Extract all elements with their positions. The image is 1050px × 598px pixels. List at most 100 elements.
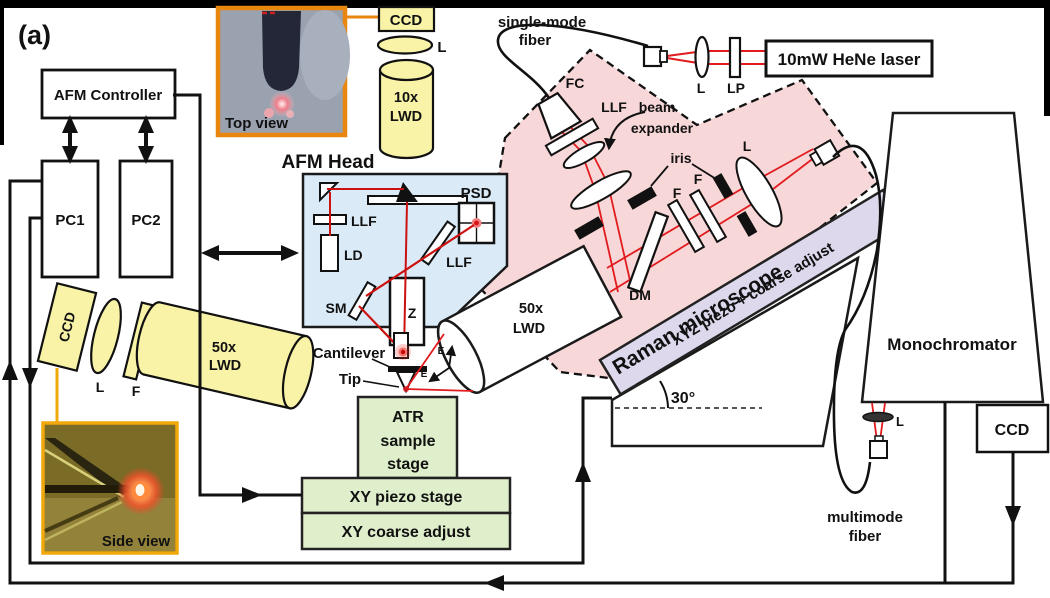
xy-coarse-label: XY coarse adjust: [342, 524, 471, 541]
fiber-coupler-in: [642, 45, 663, 68]
laser-lens-label: L: [697, 80, 706, 96]
llf-filter-raman: [544, 117, 600, 157]
side-view-reflection-dark: [44, 496, 119, 533]
afm-head-box: [301, 172, 509, 329]
xy-piezo-stage: [300, 476, 512, 515]
expander-lens-small: [562, 141, 606, 169]
f1-label: F: [673, 185, 682, 201]
top-objective-body: [378, 70, 435, 160]
mono-lens-label: L: [896, 414, 904, 429]
single-mode-fiber-label-2: fiber: [519, 32, 552, 49]
iris-blade-1a: [627, 186, 657, 210]
iris-blade-1b: [574, 216, 604, 240]
llf-raman-label: LLF: [601, 99, 627, 115]
pc1-to-xyz-bus: [28, 216, 612, 565]
monochromator-box: [860, 111, 1045, 404]
mirror-prism-center: [396, 182, 418, 202]
tip-cone-beam-1: [405, 333, 445, 390]
pc1-label: PC1: [55, 212, 84, 229]
cantilever-pointer: [371, 358, 393, 369]
psd-label: PSD: [461, 185, 492, 202]
steering-mirror: [347, 280, 377, 322]
polarization-arrows: [428, 344, 457, 383]
laser-polarizer: [728, 36, 742, 79]
iris-label: iris: [670, 150, 691, 166]
beam-expander-label-2: expander: [631, 120, 694, 136]
cantilever-chip: [388, 366, 427, 372]
side-view-cantilever: [45, 438, 130, 497]
side-view-sample-line: [45, 485, 137, 493]
side-objective-label-2: LWD: [209, 358, 241, 374]
dm-label: DM: [629, 287, 651, 303]
mono-fiber-coupler: [869, 440, 888, 459]
top-objective-label-2: LWD: [390, 109, 422, 125]
laser-label: 10mW HeNe laser: [778, 50, 921, 69]
top-objective-rim: [378, 58, 435, 82]
pc2-box: [118, 159, 174, 279]
afm-head-beams: [327, 188, 475, 353]
detection-arm: L multimode fiber CCD: [827, 144, 1050, 545]
fiber-coupler-in-nose: [659, 50, 668, 63]
side-ccd-box: [36, 282, 98, 372]
side-view-inset: Side view: [41, 421, 179, 555]
laser-beam-1: [666, 50, 766, 57]
left-border-strip: [0, 0, 4, 145]
laser-lp-label: LP: [727, 80, 745, 96]
single-mode-fiber: [496, 23, 649, 99]
sm-label: SM: [326, 300, 347, 316]
tip-glow: [403, 386, 409, 392]
afm-controller-label: AFM Controller: [54, 87, 162, 104]
atr-sample-stage: [356, 395, 459, 480]
cantilever-label: Cantilever: [313, 345, 386, 362]
side-objective-label-1: 50x: [212, 340, 236, 356]
psd-spot: [474, 220, 479, 226]
tip-cone-beam-2: [405, 388, 474, 392]
xy-coarse-adjust: [300, 511, 512, 551]
svg-text:LWD: LWD: [513, 321, 545, 337]
side-view-label: Side view: [102, 533, 171, 550]
detector-ccd-label: CCD: [995, 422, 1030, 439]
top-ccd-label: CCD: [390, 12, 423, 29]
e-field-label-1: E: [438, 346, 445, 357]
top-view-glow-3: [286, 110, 294, 118]
stage-support: [610, 255, 860, 448]
iris-pointer-1: [650, 165, 669, 187]
coupling-lens: [735, 156, 783, 228]
mono-lens: [862, 411, 894, 423]
laser-beam-2: [666, 57, 766, 65]
side-view-glow-core: [135, 484, 145, 496]
top-lens: [376, 35, 434, 55]
fiber-collimator: [537, 91, 583, 140]
top-view-label: Top view: [225, 115, 288, 132]
dichroic-mirror: [626, 210, 670, 294]
ccd-to-pc1-bus: [8, 179, 1015, 585]
raman-lens-label: L: [743, 138, 752, 154]
atr-label-2: sample: [380, 433, 435, 450]
multimode-fiber-label-1: multimode: [827, 509, 903, 526]
expander-pointer: [603, 111, 646, 151]
top-ccd-box: [377, 5, 436, 33]
llf-diag-label: LLF: [446, 254, 472, 270]
tip-label: Tip: [339, 371, 361, 388]
f2-label: F: [694, 171, 703, 187]
monochromator-label: Monochromator: [887, 335, 1017, 354]
multimode-fiber-label-2: fiber: [849, 528, 882, 545]
side-view-reflection: [44, 500, 123, 542]
top-lens-label: L: [437, 39, 446, 56]
single-mode-fiber-label-1: single-mode: [498, 14, 586, 31]
atr-label-3: stage: [387, 456, 429, 473]
top-view-cantilever: [262, 11, 301, 91]
cantilever-laser-spot: [400, 349, 406, 355]
fc-label: FC: [566, 75, 585, 91]
tip-pointer: [362, 380, 400, 388]
side-lens-label: L: [96, 379, 105, 395]
side-lens: [90, 297, 122, 375]
mirror-prism-left: [319, 182, 340, 203]
z-label: Z: [408, 305, 417, 321]
top-view-highlight: [300, 10, 350, 100]
top-imaging-path: CCD L 10x LWD: [345, 5, 447, 160]
pc2-label: PC2: [131, 212, 160, 229]
iris-blade-2b: [736, 211, 758, 237]
beam-expander-label-1: beam: [639, 99, 676, 115]
